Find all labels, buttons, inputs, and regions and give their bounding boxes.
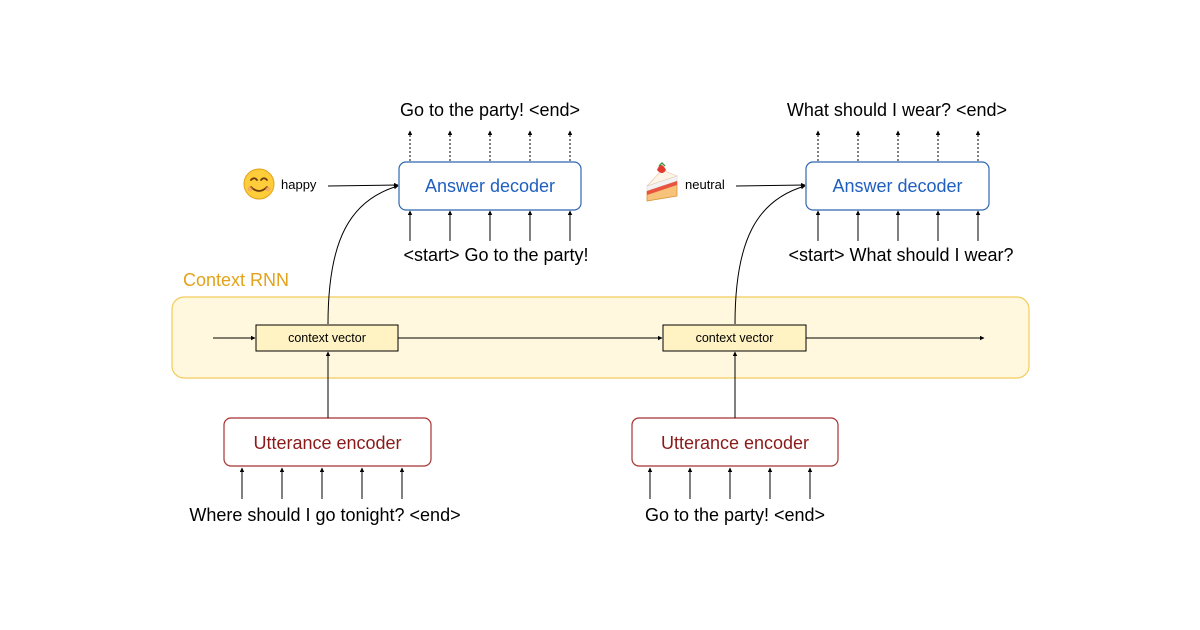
emotion-2-to-decoder xyxy=(735,182,806,188)
svg-text:Utterance encoder: Utterance encoder xyxy=(253,433,401,453)
decoder-2-output-arrows xyxy=(815,130,981,161)
encoder-2-input-text: Go to the party! <end> xyxy=(645,505,825,525)
smiling-face-icon xyxy=(243,168,275,200)
svg-text:Answer decoder: Answer decoder xyxy=(425,176,555,196)
encoder-1-input-arrows xyxy=(239,467,405,499)
answer-decoder-1: Answer decoder xyxy=(398,161,582,211)
svg-text:Utterance encoder: Utterance encoder xyxy=(661,433,809,453)
emotion-1-to-decoder xyxy=(327,182,399,188)
decoder-1-output-arrows xyxy=(407,130,573,161)
svg-text:context vector: context vector xyxy=(696,331,774,345)
context-rnn-label: Context RNN xyxy=(183,270,289,290)
decoder-2-input-arrows xyxy=(815,210,981,241)
context-2-to-decoder xyxy=(734,184,806,325)
context-vector-1: context vector xyxy=(255,324,399,352)
context-1-to-decoder xyxy=(327,184,399,325)
encoder-1-input-text: Where should I go tonight? <end> xyxy=(189,505,460,525)
decoder-2-input-text: <start> What should I wear? xyxy=(788,245,1013,265)
decoder-2-output-text: What should I wear? <end> xyxy=(787,100,1007,120)
context-vector-2: context vector xyxy=(662,324,807,352)
emotion-1-label: happy xyxy=(281,177,317,192)
utterance-encoder-1: Utterance encoder xyxy=(223,417,432,467)
decoder-1-input-arrows xyxy=(407,210,573,241)
svg-text:context vector: context vector xyxy=(288,331,366,345)
svg-text:Answer decoder: Answer decoder xyxy=(832,176,962,196)
encoder-2-input-arrows xyxy=(647,467,813,499)
decoder-1-input-text: <start> Go to the party! xyxy=(403,245,588,265)
decoder-1-output-text: Go to the party! <end> xyxy=(400,100,580,120)
emotion-2-label: neutral xyxy=(685,177,725,192)
utterance-encoder-2: Utterance encoder xyxy=(631,417,839,467)
answer-decoder-2: Answer decoder xyxy=(805,161,990,211)
shortcake-icon xyxy=(646,162,678,202)
